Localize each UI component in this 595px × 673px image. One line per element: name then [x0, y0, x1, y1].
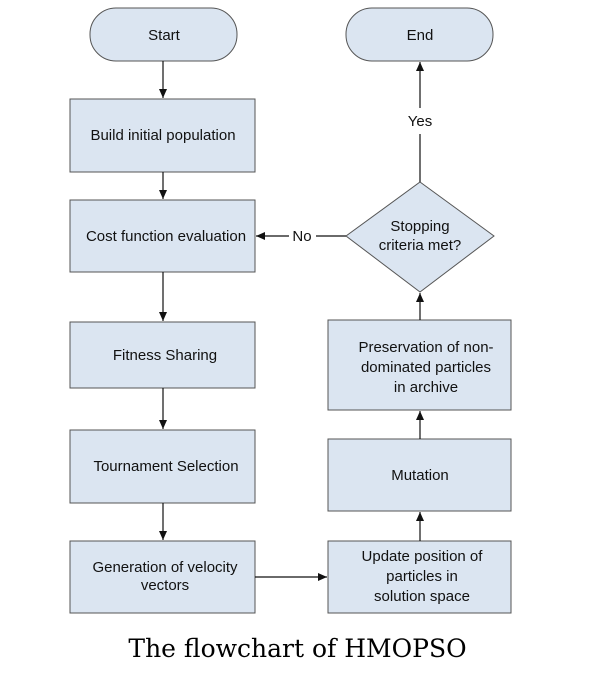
figure-caption: The flowchart of HMOPSO — [128, 634, 467, 663]
update-label-line-3: solution space — [374, 588, 470, 605]
update-label-line-2: particles in — [386, 568, 458, 585]
preservation-label-line-1: Preservation of non- — [358, 339, 493, 356]
preservation-label-line-2: dominated particles — [361, 359, 491, 376]
mutation-label: Mutation — [391, 467, 449, 484]
tournament-selection-label: Tournament Selection — [93, 458, 238, 475]
tournament-selection-box — [69, 429, 256, 504]
velocity-generation-box — [69, 540, 256, 614]
preservation-box — [327, 319, 512, 411]
cost-function-box — [69, 199, 256, 273]
end-label: End — [407, 27, 434, 44]
build-population-label: Build initial population — [90, 127, 235, 144]
stopping-criteria-decision — [345, 181, 495, 293]
cost-function-label: Cost function evaluation — [86, 228, 246, 245]
update-position-box — [327, 540, 512, 614]
mutation-box — [327, 438, 512, 512]
no-label: No — [292, 228, 311, 245]
preservation-label-line-3: in archive — [394, 379, 458, 396]
end-terminal — [345, 7, 494, 62]
yes-label: Yes — [408, 113, 432, 130]
fitness-sharing-label: Fitness Sharing — [113, 347, 217, 364]
start-label: Start — [148, 27, 181, 44]
stopping-label-line-1: Stopping — [390, 218, 449, 235]
stopping-label-line-2: criteria met? — [379, 237, 462, 254]
fitness-sharing-box — [69, 321, 256, 389]
velocity-label-line-1: Generation of velocity — [92, 559, 238, 576]
velocity-label-line-2: vectors — [141, 577, 189, 594]
update-label-line-1: Update position of — [362, 548, 484, 565]
